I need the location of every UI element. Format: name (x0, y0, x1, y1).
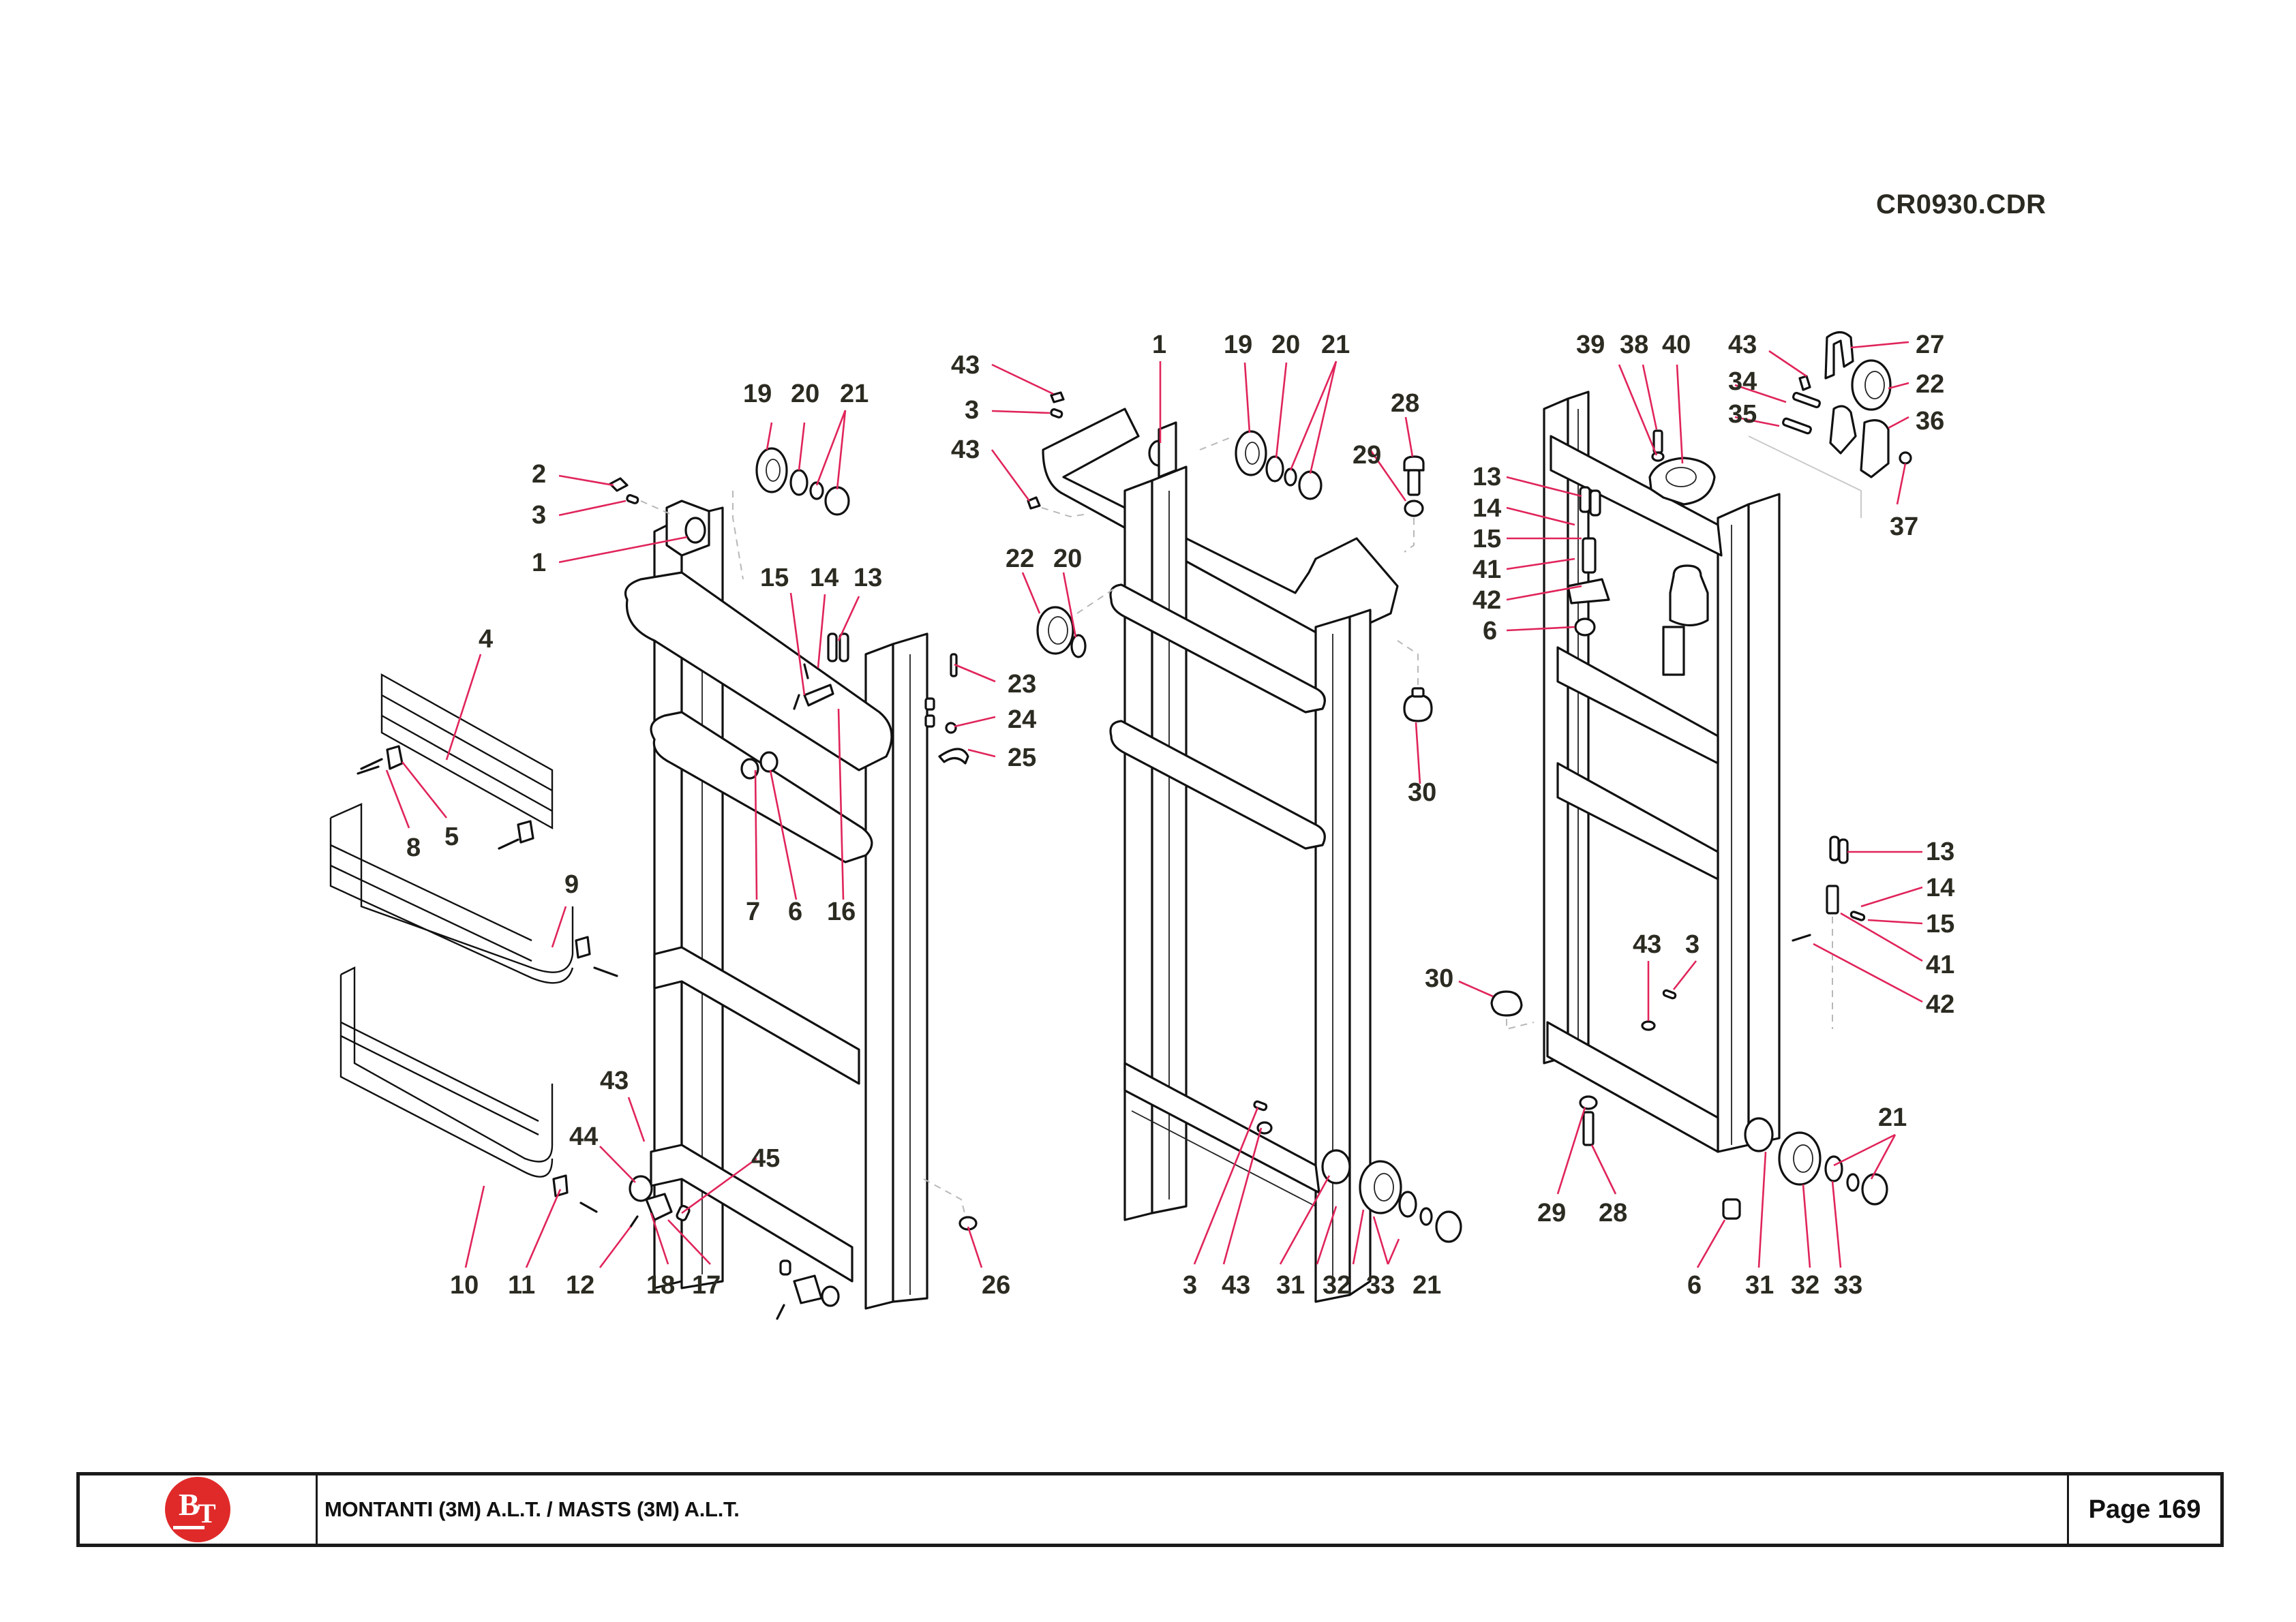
callout-39: 39 (1576, 331, 1605, 359)
callout-38: 38 (1620, 331, 1648, 359)
callout-33: 33 (1834, 1271, 1862, 1300)
callout-30: 30 (1408, 778, 1436, 807)
bt-logo: B T (165, 1477, 230, 1542)
callout-2: 2 (532, 460, 546, 489)
callout-15: 15 (1926, 910, 1954, 938)
callout-3: 3 (965, 396, 979, 425)
callout-28: 28 (1599, 1199, 1627, 1227)
callout-23: 23 (1008, 670, 1036, 699)
callout-13: 13 (1472, 463, 1501, 491)
callout-31: 31 (1276, 1271, 1305, 1300)
callout-8: 8 (406, 833, 421, 862)
right-callouts: 39 38 40 43 27 34 22 35 36 37 13 14 15 4… (1425, 331, 1954, 1300)
callout-13: 13 (854, 564, 882, 592)
wire-guard-middle (329, 803, 574, 984)
callout-40: 40 (1662, 331, 1691, 359)
right-leaders (1458, 341, 1923, 1268)
callout-10: 10 (450, 1271, 479, 1300)
callout-28: 28 (1391, 389, 1419, 418)
logo-underline (173, 1526, 205, 1529)
callout-4: 4 (479, 625, 493, 654)
callout-21: 21 (1321, 331, 1350, 359)
callout-21: 21 (1878, 1103, 1907, 1132)
callout-1: 1 (1152, 331, 1166, 359)
logo-letter-b: B (179, 1487, 200, 1522)
callout-42: 42 (1926, 990, 1954, 1019)
callout-17: 17 (692, 1271, 721, 1300)
callout-14: 14 (810, 564, 839, 592)
callout-22: 22 (1006, 545, 1034, 573)
middle-callouts: 43 3 43 1 19 20 21 28 29 22 20 30 3 43 3… (951, 331, 1441, 1300)
logo-cell: B T (80, 1475, 318, 1544)
callout-37: 37 (1890, 512, 1918, 541)
callout-43: 43 (1633, 930, 1661, 959)
callout-41: 41 (1926, 951, 1954, 979)
callout-18: 18 (646, 1271, 675, 1300)
callout-30: 30 (1425, 964, 1453, 993)
callout-5: 5 (444, 823, 459, 851)
callout-14: 14 (1926, 874, 1954, 902)
callout-43: 43 (1222, 1271, 1250, 1300)
callout-43: 43 (1728, 331, 1757, 359)
callout-25: 25 (1008, 744, 1036, 772)
callout-41: 41 (1472, 555, 1501, 584)
callout-20: 20 (791, 380, 819, 408)
callout-6: 6 (1687, 1271, 1702, 1300)
callout-19: 19 (1224, 331, 1252, 359)
callout-6: 6 (1483, 617, 1497, 645)
callout-36: 36 (1916, 407, 1944, 435)
callout-13: 13 (1926, 838, 1954, 866)
callout-45: 45 (751, 1144, 780, 1173)
callout-29: 29 (1537, 1199, 1566, 1227)
callout-26: 26 (982, 1271, 1010, 1300)
callout-3: 3 (1685, 930, 1700, 959)
callout-12: 12 (566, 1271, 594, 1300)
callout-44: 44 (569, 1122, 598, 1151)
logo-letter-t: T (198, 1498, 216, 1529)
callout-27: 27 (1916, 331, 1944, 359)
callout-32: 32 (1791, 1271, 1819, 1300)
document-title: MONTANTI (3M) A.L.T. / MASTS (3M) A.L.T. (324, 1497, 740, 1521)
left-mast-assembly (329, 447, 978, 1320)
callout-22: 22 (1916, 370, 1944, 399)
callout-43: 43 (600, 1067, 629, 1095)
middle-mast-assembly (1027, 391, 1462, 1303)
callout-1: 1 (532, 549, 546, 577)
callout-21: 21 (1413, 1271, 1441, 1300)
callout-42: 42 (1472, 586, 1501, 615)
wire-guard-lower (339, 966, 554, 1178)
page-number: Page 169 (2067, 1475, 2220, 1544)
callout-35: 35 (1728, 400, 1757, 429)
middle-leaders (991, 361, 1421, 1265)
callout-3: 3 (532, 501, 546, 530)
callout-14: 14 (1472, 494, 1501, 523)
callout-31: 31 (1745, 1271, 1774, 1300)
callout-11: 11 (508, 1271, 535, 1300)
callout-3: 3 (1183, 1271, 1197, 1300)
callout-33: 33 (1366, 1271, 1395, 1300)
drawing-code: CR0930.CDR (1876, 189, 2046, 219)
callout-7: 7 (746, 898, 760, 926)
callout-43: 43 (951, 351, 980, 380)
callout-20: 20 (1053, 545, 1082, 573)
callout-20: 20 (1271, 331, 1300, 359)
title-block: B T MONTANTI (3M) A.L.T. / MASTS (3M) A.… (76, 1472, 2224, 1547)
left-callouts: 19 20 21 2 3 1 15 14 13 4 23 24 25 8 5 9… (406, 380, 1036, 1300)
callout-21: 21 (840, 380, 868, 408)
callout-19: 19 (743, 380, 772, 408)
callout-29: 29 (1353, 441, 1381, 470)
callout-15: 15 (1472, 525, 1501, 553)
callout-24: 24 (1008, 705, 1036, 734)
callout-32: 32 (1323, 1271, 1351, 1300)
wire-guard-upper (380, 673, 554, 830)
callout-6: 6 (788, 898, 802, 926)
callout-15: 15 (760, 564, 789, 592)
callout-16: 16 (827, 898, 856, 926)
callout-9: 9 (564, 870, 579, 899)
right-mast-assembly (1490, 331, 1912, 1220)
callout-43: 43 (951, 435, 980, 464)
left-leaders (385, 410, 996, 1268)
callout-34: 34 (1728, 367, 1757, 396)
